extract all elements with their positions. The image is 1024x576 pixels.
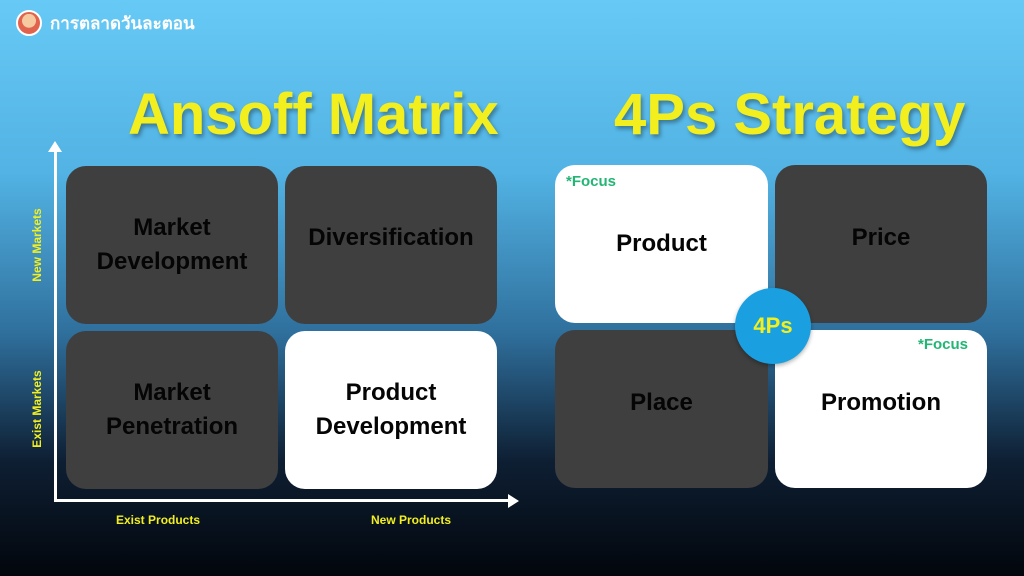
ansoff-title: Ansoff Matrix [128, 82, 499, 147]
brand: การตลาดวันละตอน [16, 8, 195, 38]
ansoff-cell-market-development: Market Development [66, 166, 278, 324]
avatar-logo-icon [16, 10, 42, 36]
ansoff-cell-product-development: Product Development [285, 331, 497, 489]
cell-label: Market Development [96, 214, 248, 275]
fourps-cell-place: Place [555, 330, 768, 488]
y-axis-label-exist-markets: Exist Markets [30, 370, 44, 448]
cell-label: Product [616, 230, 707, 258]
cell-label: Price [851, 224, 911, 252]
focus-label-product: *Focus [566, 173, 617, 190]
x-axis-label-new-products: New Products [371, 513, 452, 527]
cell-label: Diversification [308, 224, 474, 252]
cell-label: Product Development [315, 379, 467, 440]
x-axis-label-exist-products: Exist Products [116, 513, 201, 527]
brand-name: การตลาดวันละตอน [50, 13, 195, 33]
x-axis-arrow-icon [508, 494, 519, 508]
y-axis-label-new-markets: New Markets [30, 208, 44, 282]
cell-label: Place [630, 389, 693, 417]
fourps-center-badge: 4Ps [735, 288, 811, 364]
ansoff-cell-market-penetration: Market Penetration [66, 331, 278, 489]
cell-label: Promotion [821, 389, 941, 417]
fourps-cell-price: Price [775, 165, 987, 323]
fourps-cell-product: Product [555, 165, 768, 323]
cell-label: Market Penetration [105, 379, 239, 440]
x-axis [54, 499, 510, 502]
fourps-cell-promotion: Promotion [775, 330, 987, 488]
focus-label-promotion: *Focus [918, 336, 969, 353]
y-axis [54, 146, 57, 502]
fourps-title: 4Ps Strategy [614, 82, 966, 147]
ansoff-cell-diversification: Diversification [285, 166, 497, 324]
